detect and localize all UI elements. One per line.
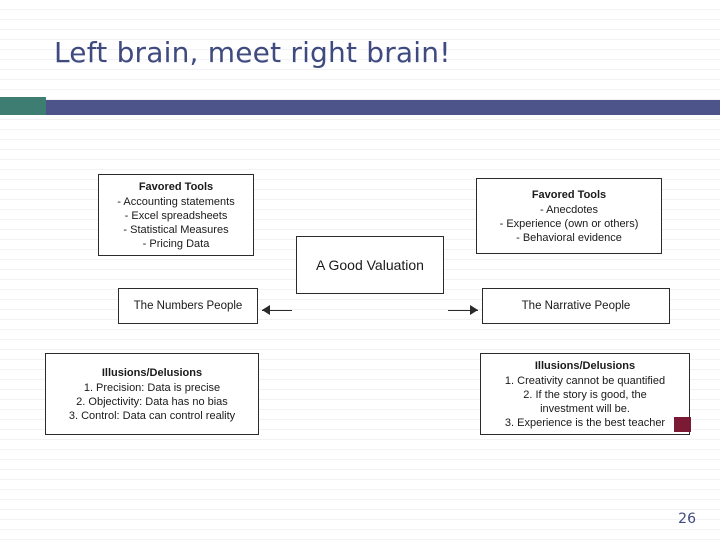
left-illusions-line-1: 1. Precision: Data is precise [83,381,221,394]
left-tools-line-4: - Pricing Data [142,237,210,250]
page-number: 26 [678,511,696,527]
left-illusions-header: Illusions/Delusions [101,366,203,379]
box-left-favored-tools: Favored Tools - Accounting statements - … [98,174,254,256]
right-illusions-line-2: 2. If the story is good, the [523,388,647,401]
numbers-people-label: The Numbers People [133,300,243,312]
left-tools-line-2: - Excel spreadsheets [124,209,228,222]
box-left-illusions-delusions: Illusions/Delusions 1. Precision: Data i… [45,353,259,435]
maroon-marker-artifact [674,417,691,432]
connector-line-left [262,310,292,311]
narrative-people-label: The Narrative People [521,300,631,312]
good-valuation-label: A Good Valuation [316,256,424,273]
left-illusions-line-3: 3. Control: Data can control reality [68,409,236,422]
box-good-valuation: A Good Valuation [296,236,444,294]
left-tools-line-1: - Accounting statements [117,195,235,208]
right-illusions-header: Illusions/Delusions [534,359,636,372]
box-narrative-people: The Narrative People [482,288,670,324]
left-illusions-line-2: 2. Objectivity: Data has no bias [76,395,228,408]
right-tools-header: Favored Tools [531,188,607,201]
arrow-head-left-icon [262,305,270,315]
right-illusions-line-4: 3. Experience is the best teacher [504,416,666,429]
right-tools-line-3: - Behavioral evidence [516,231,622,244]
right-illusions-line-1: 1. Creativity cannot be quantified [504,374,666,387]
connector-line-right [448,310,478,311]
box-right-illusions-delusions: Illusions/Delusions 1. Creativity cannot… [480,353,690,435]
left-tools-header: Favored Tools [138,180,214,193]
box-numbers-people: The Numbers People [118,288,258,324]
right-illusions-line-3: investment will be. [540,402,630,415]
title-accent-block [0,97,46,115]
arrow-head-right-icon [470,305,478,315]
right-tools-line-1: - Anecdotes [539,203,599,216]
page-title: Left brain, meet right brain! [54,36,451,69]
box-right-favored-tools: Favored Tools - Anecdotes - Experience (… [476,178,662,254]
title-underline-bar [46,100,720,115]
right-tools-line-2: - Experience (own or others) [499,217,639,230]
left-tools-line-3: - Statistical Measures [123,223,229,236]
